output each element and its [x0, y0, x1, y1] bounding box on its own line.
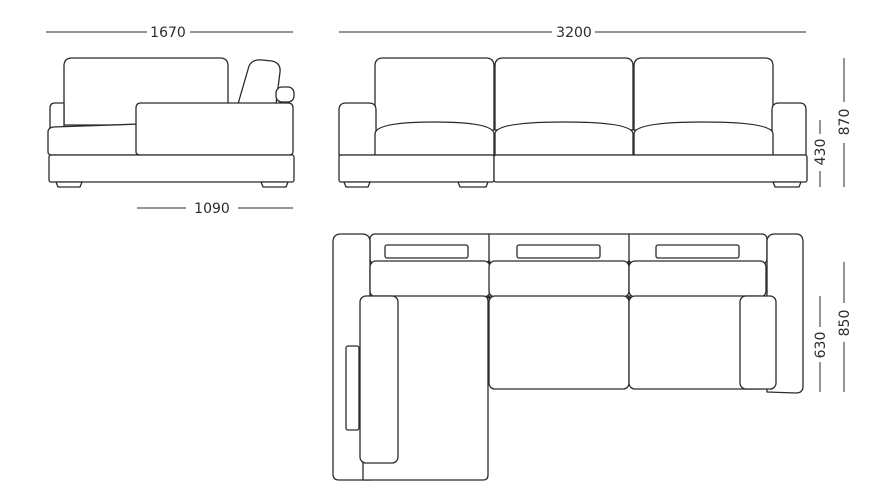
front-arm-left [338, 102, 377, 156]
top-pillow-2 [516, 244, 601, 259]
front-seat-cushion-2 [494, 121, 634, 156]
label-total-depth: 850 [837, 310, 853, 337]
side-foot-right [260, 181, 289, 188]
dim-total-depth: 850 [837, 262, 853, 392]
label-seat-depth: 630 [813, 332, 829, 359]
top-pillow-3 [655, 244, 740, 259]
front-foot-3 [772, 181, 802, 188]
dim-side-depth: 1090 [137, 201, 293, 217]
dim-total-height: 870 [837, 58, 853, 187]
front-back-cushion-2 [494, 57, 634, 131]
dim-front-width: 3200 [339, 25, 806, 41]
front-seat-cushion-3 [633, 121, 774, 156]
top-chaise-back-cushion [359, 295, 399, 464]
front-back-cushion-1 [374, 57, 495, 131]
dim-side-width: 1670 [46, 25, 293, 41]
dim-seat-height: 430 [813, 120, 829, 187]
side-foot-left [55, 181, 83, 188]
side-base [48, 154, 295, 183]
label-total-height: 870 [837, 109, 853, 136]
top-pillow-1 [384, 244, 469, 259]
front-back-cushion-3 [633, 57, 774, 131]
side-chaise-cushion [135, 102, 294, 156]
label-side-depth: 1090 [194, 201, 230, 217]
top-back-cushion-3 [628, 260, 767, 298]
top-back-cushion-2 [488, 260, 630, 298]
side-left-arm [49, 102, 65, 133]
top-back-cushion-1 [369, 260, 491, 298]
top-chaise-pillow [345, 345, 360, 431]
front-foot-2 [457, 181, 489, 188]
side-pillow [237, 59, 281, 105]
side-seat-cushion [47, 123, 141, 156]
label-seat-height: 430 [813, 139, 829, 166]
label-side-width: 1670 [150, 25, 186, 41]
label-front-width: 3200 [556, 25, 592, 41]
top-view: 630 850 [332, 233, 853, 481]
top-seat-cushion-2 [488, 295, 630, 390]
dim-seat-depth: 630 [813, 296, 829, 392]
side-view: 1670 1090 [46, 25, 295, 217]
front-view: 3200 430 870 [338, 25, 853, 188]
side-pillow-knob [275, 86, 295, 103]
front-foot-1 [343, 181, 371, 188]
front-base-right [493, 154, 808, 183]
front-base-left [338, 154, 495, 183]
top-right-arm-cushion [739, 295, 777, 390]
front-arm-right [771, 102, 807, 156]
front-seat-cushion-1 [374, 121, 495, 156]
